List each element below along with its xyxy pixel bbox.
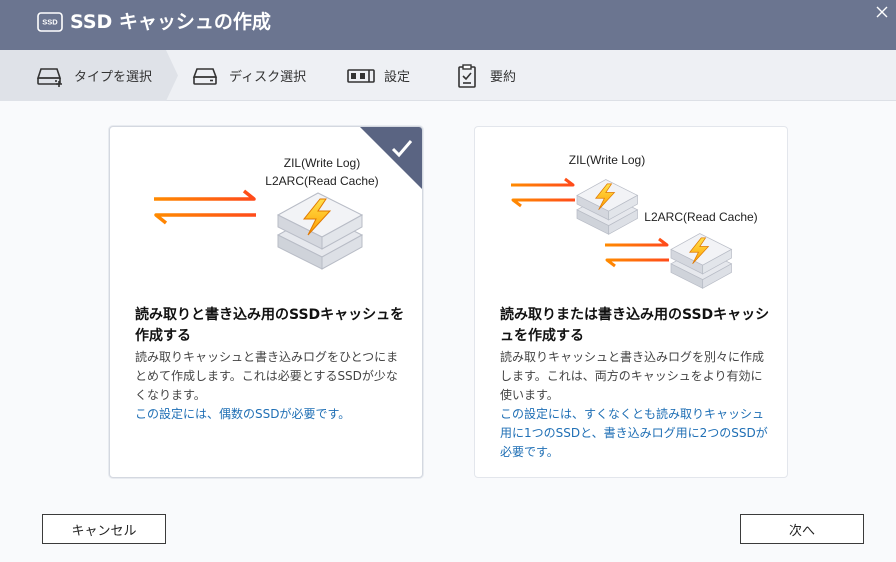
- ssd-stack-icon: [276, 192, 364, 270]
- close-icon[interactable]: [874, 4, 890, 20]
- step-summary[interactable]: 要約: [453, 50, 516, 101]
- illus-label-l2arc: L2ARC(Read Cache): [265, 174, 378, 188]
- ssd-stack-icon: [670, 233, 733, 289]
- wizard-steps: タイプを選択 ディスク選択 設定: [0, 50, 896, 101]
- card-requirement-note: この設定には、すくなくとも読み取りキャッシュ用に1つのSSDと、書き込みログ用に…: [500, 407, 768, 459]
- step-label: 要約: [490, 70, 517, 85]
- ssd-icon: SSD: [37, 12, 63, 32]
- card-description: 読み取りキャッシュと書き込みログを別々に作成します。これは、両方のキャッシュをよ…: [500, 350, 765, 402]
- step-disk-select[interactable]: ディスク選択: [192, 50, 306, 101]
- transfer-arrows-icon: [154, 189, 256, 225]
- read-arrows-icon: [605, 237, 669, 268]
- clipboard-icon: [458, 63, 476, 88]
- settings-bar-icon: [347, 68, 375, 83]
- cancel-button[interactable]: キャンセル: [42, 514, 166, 544]
- title-bar: SSD SSD キャッシュの作成: [0, 0, 896, 50]
- step-select-type[interactable]: タイプを選択: [37, 50, 152, 101]
- option-card-separate[interactable]: ZIL(Write Log) L2ARC(Read Cache): [474, 126, 788, 478]
- illus-label-zil: ZIL(Write Log): [569, 153, 645, 167]
- card-description: 読み取りキャッシュと書き込みログをひとつにまとめて作成します。これは必要とするS…: [135, 350, 399, 402]
- separate-cache-illustration: ZIL(Write Log) L2ARC(Read Cache): [511, 153, 758, 289]
- ssd-icon-text: SSD: [42, 18, 58, 27]
- disk-icon: [192, 67, 218, 85]
- illus-label-zil: ZIL(Write Log): [284, 156, 360, 170]
- step-label: ディスク選択: [229, 70, 307, 85]
- step-settings[interactable]: 設定: [347, 50, 410, 101]
- dialog-title: SSD キャッシュの作成: [70, 11, 271, 33]
- card-heading: 読み取りと書き込み用のSSDキャッシュを作成する: [135, 307, 405, 344]
- ssd-stack-icon: [576, 179, 639, 235]
- illus-label-l2arc: L2ARC(Read Cache): [644, 210, 757, 224]
- step-label: 設定: [384, 70, 411, 85]
- next-button[interactable]: 次へ: [740, 514, 864, 544]
- active-step-background: [0, 50, 178, 101]
- card-heading: 読み取りまたは書き込み用のSSDキャッシュを作成する: [500, 307, 770, 344]
- selected-check-icon: [360, 127, 422, 189]
- card-requirement-note: この設定には、偶数のSSDが必要です。: [135, 407, 351, 421]
- write-arrows-icon: [511, 177, 575, 208]
- combined-cache-illustration: ZIL(Write Log) L2ARC(Read Cache): [154, 156, 379, 270]
- ssd-add-icon: [37, 67, 62, 87]
- option-card-combined[interactable]: ZIL(Write Log) L2ARC(Read Cache): [109, 126, 423, 478]
- step-label: タイプを選択: [74, 70, 153, 85]
